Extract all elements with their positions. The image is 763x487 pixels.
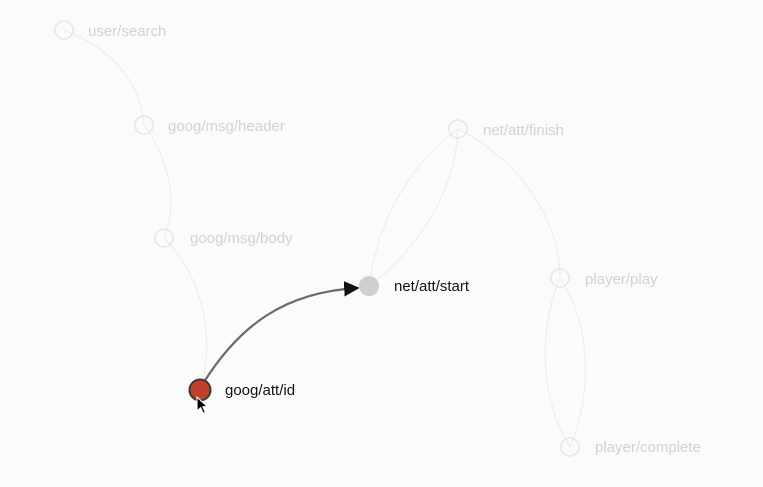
node-layer: user/search goog/msg/header goog/msg/bod… bbox=[54, 20, 701, 457]
edge-goog-att-id-to-net-att-start bbox=[203, 281, 360, 383]
edge-net-att-finish-to-player-play bbox=[457, 128, 561, 279]
node-net-att-start[interactable]: net/att/start bbox=[359, 276, 470, 296]
node-marker bbox=[359, 276, 379, 296]
edge-net-att-finish-to-net-att-start bbox=[368, 128, 459, 287]
node-label: user/search bbox=[88, 23, 166, 40]
node-player-complete[interactable]: player/complete bbox=[560, 437, 701, 457]
node-net-att-finish[interactable]: net/att/finish bbox=[448, 119, 564, 139]
node-goog-msg-header[interactable]: goog/msg/header bbox=[134, 115, 285, 135]
edge-net-att-start-to-net-att-finish bbox=[368, 128, 459, 287]
edge-goog-msg-body-to-goog-att-id bbox=[163, 237, 208, 391]
mouse-cursor-icon bbox=[196, 396, 208, 414]
node-marker bbox=[188, 378, 212, 402]
node-marker bbox=[134, 115, 154, 135]
node-label: goog/msg/header bbox=[168, 118, 285, 135]
edge-layer bbox=[63, 29, 586, 448]
node-marker bbox=[448, 119, 468, 139]
node-label: player/complete bbox=[595, 439, 701, 456]
node-marker bbox=[560, 437, 580, 457]
node-player-play[interactable]: player/play bbox=[550, 268, 658, 288]
node-label: goog/msg/body bbox=[190, 230, 293, 247]
node-goog-att-id[interactable]: goog/att/id bbox=[188, 378, 296, 402]
node-goog-msg-body[interactable]: goog/msg/body bbox=[154, 228, 293, 248]
node-marker bbox=[154, 228, 174, 248]
edge-user-search-to-goog-msg-header bbox=[63, 29, 145, 126]
node-label: goog/att/id bbox=[225, 382, 295, 399]
node-label: player/play bbox=[585, 271, 658, 288]
node-marker bbox=[54, 20, 74, 40]
edge-player-play-to-player-complete bbox=[544, 277, 571, 448]
edge-player-complete-to-player-play bbox=[559, 277, 586, 448]
node-label: net/att/start bbox=[394, 278, 470, 295]
node-marker bbox=[550, 268, 570, 288]
node-user-search[interactable]: user/search bbox=[54, 20, 166, 40]
edge-goog-msg-header-to-goog-msg-body bbox=[143, 124, 172, 239]
node-label: net/att/finish bbox=[483, 122, 564, 139]
